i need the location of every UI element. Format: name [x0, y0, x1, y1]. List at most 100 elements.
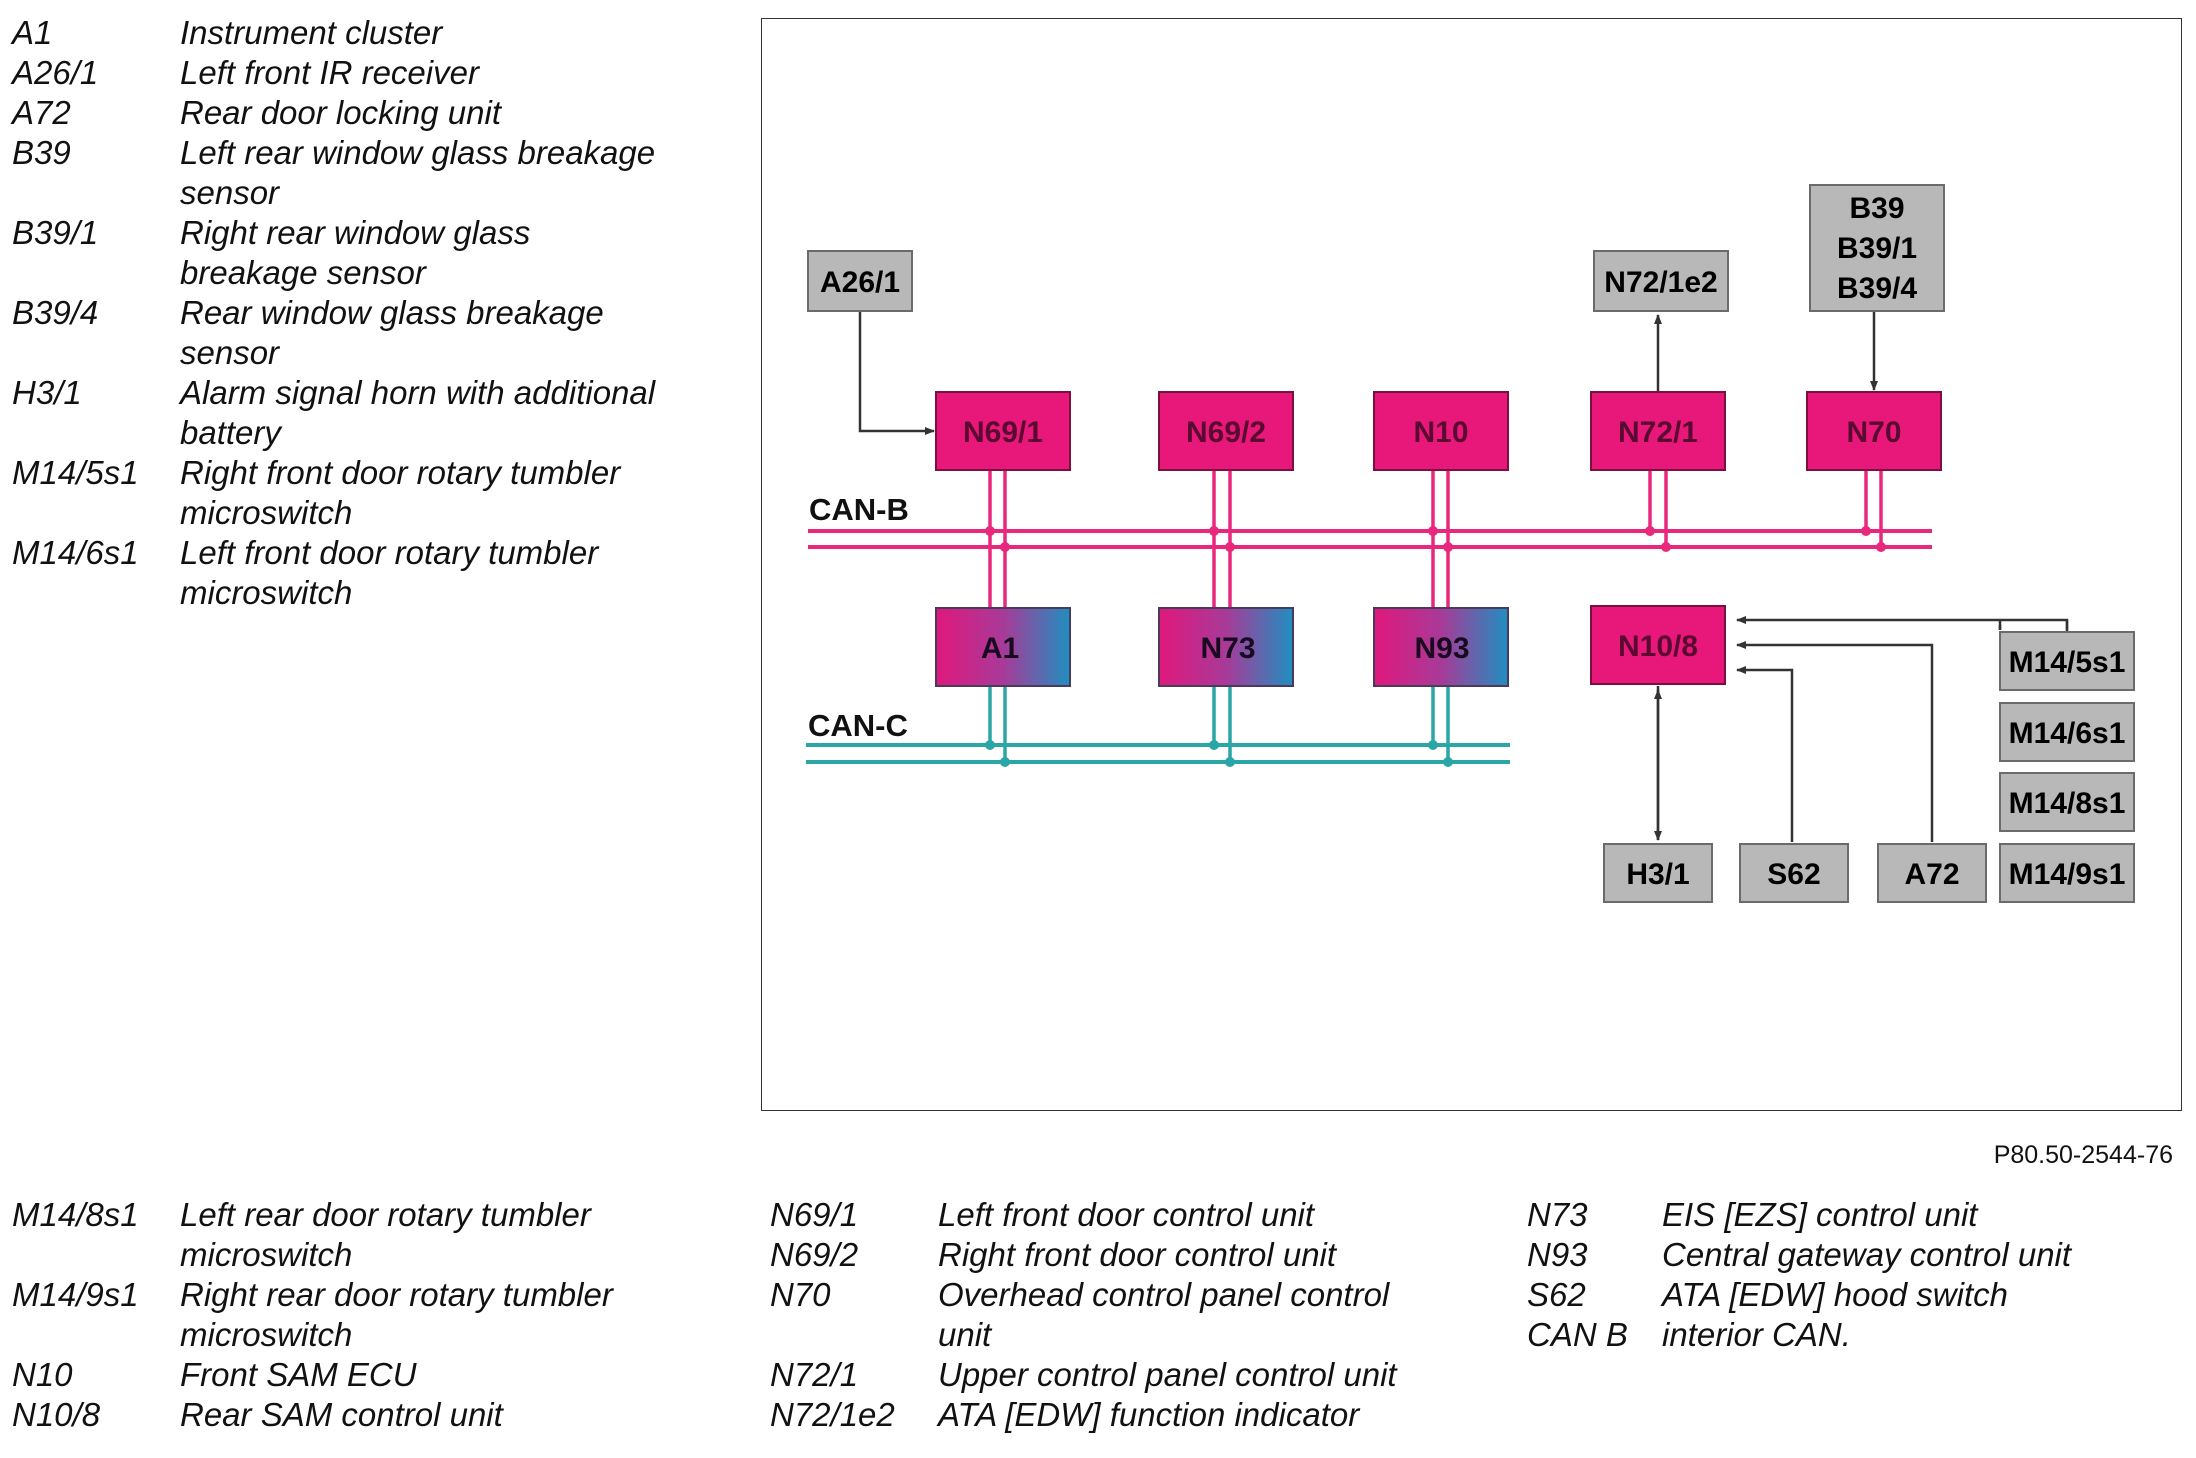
legend-code: B39/1	[12, 214, 99, 251]
legend-entry: S62 ATA [EDW] hood switch	[1527, 1275, 2187, 1315]
control-units-can-b: N69/1 N69/2 N10 N72/1 N70 N10/8	[935, 391, 1942, 685]
legend-code: H3/1	[12, 374, 82, 411]
legend-description: Alarm signal horn with additional batter…	[180, 374, 656, 451]
legend-entry: M14/8s1 Left rear door rotary tumbler mic…	[12, 1195, 662, 1275]
legend-entry: N69/1 Left front door control unit	[770, 1195, 1430, 1235]
svg-text:A1: A1	[981, 632, 1019, 665]
node-m14-6s1: M14/6s1	[1999, 702, 2135, 762]
legend-entry: M14/6s1 Left front door rotary tumbler mi…	[12, 533, 662, 613]
legend-entry: N72/1e2 ATA [EDW] function indicator	[770, 1395, 1430, 1435]
legend-entry: N10 Front SAM ECU	[12, 1355, 662, 1395]
legend-code: M14/8s1	[12, 1196, 139, 1233]
legend-code: CAN B	[1527, 1316, 1628, 1353]
legend-description: ATA [EDW] hood switch	[1662, 1276, 2008, 1313]
legend-code: A26/1	[12, 54, 99, 91]
figure-reference: P80.50-2544-76	[1993, 1141, 2173, 1169]
legend-code: N72/1	[770, 1356, 859, 1393]
legend-description: Left front door rotary tumbler microswit…	[180, 534, 599, 611]
svg-text:M14/9s1: M14/9s1	[2009, 858, 2126, 891]
legend-description: Right front door control unit	[938, 1236, 1337, 1273]
can-b-bus	[808, 529, 1932, 549]
node-n10: N10	[1373, 391, 1509, 471]
legend-entry: H3/1 Alarm signal horn with additional ba…	[12, 373, 662, 453]
node-m14-9s1: M14/9s1	[1999, 843, 2135, 903]
node-b39-group: B39 B39/1 B39/4	[1809, 184, 1945, 312]
legend-code: N69/2	[770, 1236, 859, 1273]
legend-entry: N72/1 Upper control panel control unit	[770, 1355, 1430, 1395]
legend-description: Instrument cluster	[180, 14, 443, 51]
legend-description: Upper control panel control unit	[938, 1356, 1397, 1393]
legend-code: B39	[12, 134, 71, 171]
svg-text:M14/8s1: M14/8s1	[2009, 787, 2126, 820]
legend-description: Front SAM ECU	[180, 1356, 417, 1393]
legend-description: Right front door rotary tumbler microswi…	[180, 454, 621, 531]
legend-entry: M14/5s1 Right front door rotary tumbler m…	[12, 453, 662, 533]
legend-code: N69/1	[770, 1196, 859, 1233]
legend-code: M14/9s1	[12, 1276, 139, 1313]
legend-description: Left rear window glass breakage sensor	[180, 134, 656, 211]
node-n93: N93	[1373, 607, 1509, 687]
svg-text:B39: B39	[1849, 192, 1904, 225]
node-m14-5s1: M14/5s1	[1999, 631, 2135, 691]
legend-entry: N69/2 Right front door control unit	[770, 1235, 1430, 1275]
legend-description: Central gateway control unit	[1662, 1236, 2072, 1273]
svg-text:A26/1: A26/1	[820, 266, 900, 299]
svg-text:B39/1: B39/1	[1837, 232, 1917, 265]
legend-entry: A1 Instrument cluster	[12, 13, 662, 53]
legend-entry: CAN B interior CAN.	[1527, 1315, 2187, 1355]
legend-description: Left front door control unit	[938, 1196, 1315, 1233]
node-n10-8: N10/8	[1590, 605, 1726, 685]
legend-description: Rear door locking unit	[180, 94, 502, 131]
can-c-bus	[806, 743, 1510, 764]
svg-text:N10/8: N10/8	[1618, 630, 1698, 663]
node-n73: N73	[1158, 607, 1294, 687]
gateway-units: A1 N73 N93	[935, 607, 1509, 687]
node-n72-1: N72/1	[1590, 391, 1726, 471]
node-n69-1: N69/1	[935, 391, 1071, 471]
svg-text:N73: N73	[1200, 632, 1255, 665]
peripheral-nodes: A26/1 N72/1e2 B39 B39/1 B39/4 M14/5s1 M1…	[807, 184, 2135, 903]
legend-code: N93	[1527, 1236, 1588, 1273]
svg-text:H3/1: H3/1	[1626, 858, 1689, 891]
svg-text:N70: N70	[1846, 416, 1901, 449]
node-h3-1: H3/1	[1603, 843, 1713, 903]
legend-description: Left rear door rotary tumbler microswitc…	[180, 1196, 591, 1273]
legend-entry: M14/9s1 Right rear door rotary tumbler mi…	[12, 1275, 662, 1355]
legend-entry: N10/8 Rear SAM control unit	[12, 1395, 662, 1435]
can-b-drops	[988, 470, 1883, 608]
svg-text:N69/2: N69/2	[1186, 416, 1266, 449]
legend-code: N10/8	[12, 1396, 101, 1433]
legend-description: Left front IR receiver	[180, 54, 479, 91]
legend-description: Rear window glass breakage sensor	[180, 294, 604, 371]
legend-description: interior CAN.	[1662, 1316, 1851, 1353]
legend-entry: B39 Left rear window glass breakage senso…	[12, 133, 662, 213]
legend-description: ATA [EDW] function indicator	[938, 1396, 1360, 1433]
svg-text:N72/1: N72/1	[1618, 416, 1698, 449]
legend-code: N72/1e2	[770, 1396, 895, 1433]
svg-text:S62: S62	[1767, 858, 1820, 891]
can-c-label: CAN-C	[808, 708, 908, 743]
diagram-frame	[761, 18, 2182, 1111]
legend-code: N73	[1527, 1196, 1588, 1233]
can-b-label: CAN-B	[809, 492, 909, 527]
legend-bottom-left: M14/8s1 Left rear door rotary tumbler mic…	[12, 1195, 662, 1435]
legend-description: Right rear door rotary tumbler microswit…	[180, 1276, 613, 1353]
legend-code: S62	[1527, 1276, 1586, 1313]
svg-text:N93: N93	[1414, 632, 1469, 665]
legend-code: M14/6s1	[12, 534, 139, 571]
legend-code: A1	[12, 14, 53, 51]
svg-text:A72: A72	[1904, 858, 1959, 891]
node-n70: N70	[1806, 391, 1942, 471]
can-c-drops	[988, 686, 1450, 762]
legend-code: N10	[12, 1356, 73, 1393]
svg-text:B39/4: B39/4	[1837, 272, 1917, 305]
node-a72: A72	[1877, 843, 1987, 903]
legend-description: Rear SAM control unit	[180, 1396, 503, 1433]
legend-description: Overhead control panel control unit	[938, 1276, 1390, 1353]
legend-code: M14/5s1	[12, 454, 139, 491]
